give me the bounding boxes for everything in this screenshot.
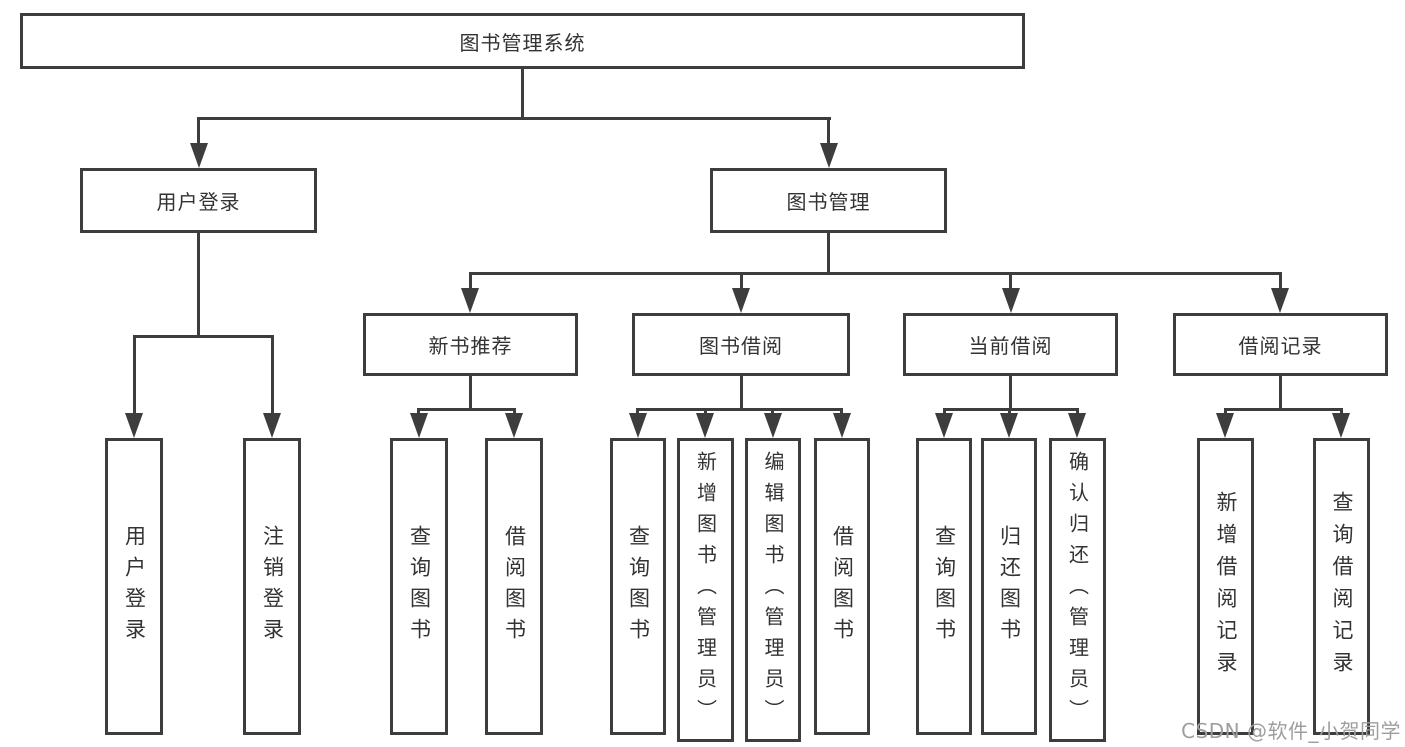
leaf-query-books-current: 查询图书 [916, 438, 972, 735]
arrow-down-icon [1000, 413, 1018, 438]
connector-line [197, 117, 200, 147]
connector-line [417, 408, 516, 411]
connector-line [133, 335, 136, 417]
node-library-management-system: 图书管理系统 [20, 13, 1025, 69]
node-label: 查询图书 [407, 524, 432, 649]
arrow-down-icon [764, 413, 782, 438]
node-book-borrowing: 图书借阅 [632, 313, 850, 376]
arrow-down-icon [263, 413, 281, 438]
connector-line [827, 229, 830, 275]
connector-line [943, 408, 1079, 411]
node-book-management: 图书管理 [710, 168, 947, 233]
arrow-down-icon [461, 288, 479, 313]
arrow-down-icon [1271, 288, 1289, 313]
node-label: 查询图书 [932, 524, 957, 649]
node-label: 编辑图书（管理员） [761, 450, 785, 730]
connector-line [469, 372, 472, 411]
connector-line [1279, 272, 1282, 292]
connector-line [1009, 372, 1012, 411]
connector-line [1009, 272, 1012, 292]
connector-line [1279, 372, 1282, 411]
leaf-query-books-borrowing: 查询图书 [610, 438, 666, 735]
leaf-confirm-return-admin: 确认归还（管理员） [1049, 438, 1106, 742]
node-label: 新增借阅记录 [1214, 490, 1238, 683]
arrow-down-icon [1332, 413, 1350, 438]
arrow-down-icon [820, 143, 838, 168]
arrow-down-icon [629, 413, 647, 438]
arrow-down-icon [833, 413, 851, 438]
node-label: 借阅图书 [830, 524, 855, 649]
leaf-return-books: 归还图书 [981, 438, 1037, 735]
leaf-query-books-recommend: 查询图书 [390, 438, 448, 735]
leaf-borrow-books-borrowing: 借阅图书 [814, 438, 870, 735]
arrow-down-icon [505, 413, 523, 438]
connector-line [271, 335, 274, 417]
connector-line [133, 335, 274, 338]
node-label: 用户登录 [122, 524, 147, 649]
arrow-down-icon [696, 413, 714, 438]
connector-line [740, 372, 743, 411]
arrow-down-icon [1002, 288, 1020, 313]
leaf-logout: 注销登录 [243, 438, 301, 735]
node-current-borrowing: 当前借阅 [903, 313, 1118, 376]
connector-line [197, 229, 200, 338]
leaf-add-books-admin: 新增图书（管理员） [677, 438, 734, 742]
node-user-login: 用户登录 [80, 168, 317, 233]
node-label: 查询借阅记录 [1330, 490, 1354, 683]
leaf-user-login: 用户登录 [105, 438, 163, 735]
arrow-down-icon [935, 413, 953, 438]
leaf-add-borrow-record: 新增借阅记录 [1197, 438, 1254, 735]
leaf-query-borrow-record: 查询借阅记录 [1313, 438, 1370, 735]
node-label: 新增图书（管理员） [693, 450, 718, 730]
node-label: 图书借阅 [699, 334, 783, 358]
node-label: 注销登录 [260, 524, 285, 649]
connector-line [636, 408, 843, 411]
arrow-down-icon [1068, 413, 1086, 438]
node-label: 新书推荐 [428, 334, 513, 358]
leaf-borrow-books-recommend: 借阅图书 [485, 438, 543, 735]
node-label: 归还图书 [997, 524, 1022, 649]
node-label: 图书管理系统 [459, 30, 586, 55]
node-label: 图书管理 [786, 190, 871, 214]
connector-line [827, 117, 830, 147]
connector-line [740, 272, 743, 292]
node-label: 查询图书 [626, 524, 651, 649]
arrow-down-icon [410, 413, 428, 438]
connector-line [469, 272, 472, 292]
node-borrowing-records: 借阅记录 [1173, 313, 1388, 376]
arrow-down-icon [1216, 413, 1234, 438]
connector-line [1224, 408, 1343, 411]
node-new-book-recommendation: 新书推荐 [363, 313, 578, 376]
arrow-down-icon [732, 288, 750, 313]
connector-line [521, 65, 524, 120]
node-label: 借阅记录 [1238, 334, 1323, 358]
connector-line [469, 272, 1281, 275]
leaf-edit-books-admin: 编辑图书（管理员） [745, 438, 801, 742]
arrow-down-icon [190, 143, 208, 168]
arrow-down-icon [125, 413, 143, 438]
node-label: 用户登录 [156, 190, 241, 214]
connector-line [197, 117, 831, 120]
node-label: 借阅图书 [502, 524, 527, 649]
csdn-watermark: CSDN @软件_小贺同学 [1181, 719, 1401, 743]
node-label: 确认归还（管理员） [1065, 450, 1090, 730]
node-label: 当前借阅 [968, 334, 1053, 358]
